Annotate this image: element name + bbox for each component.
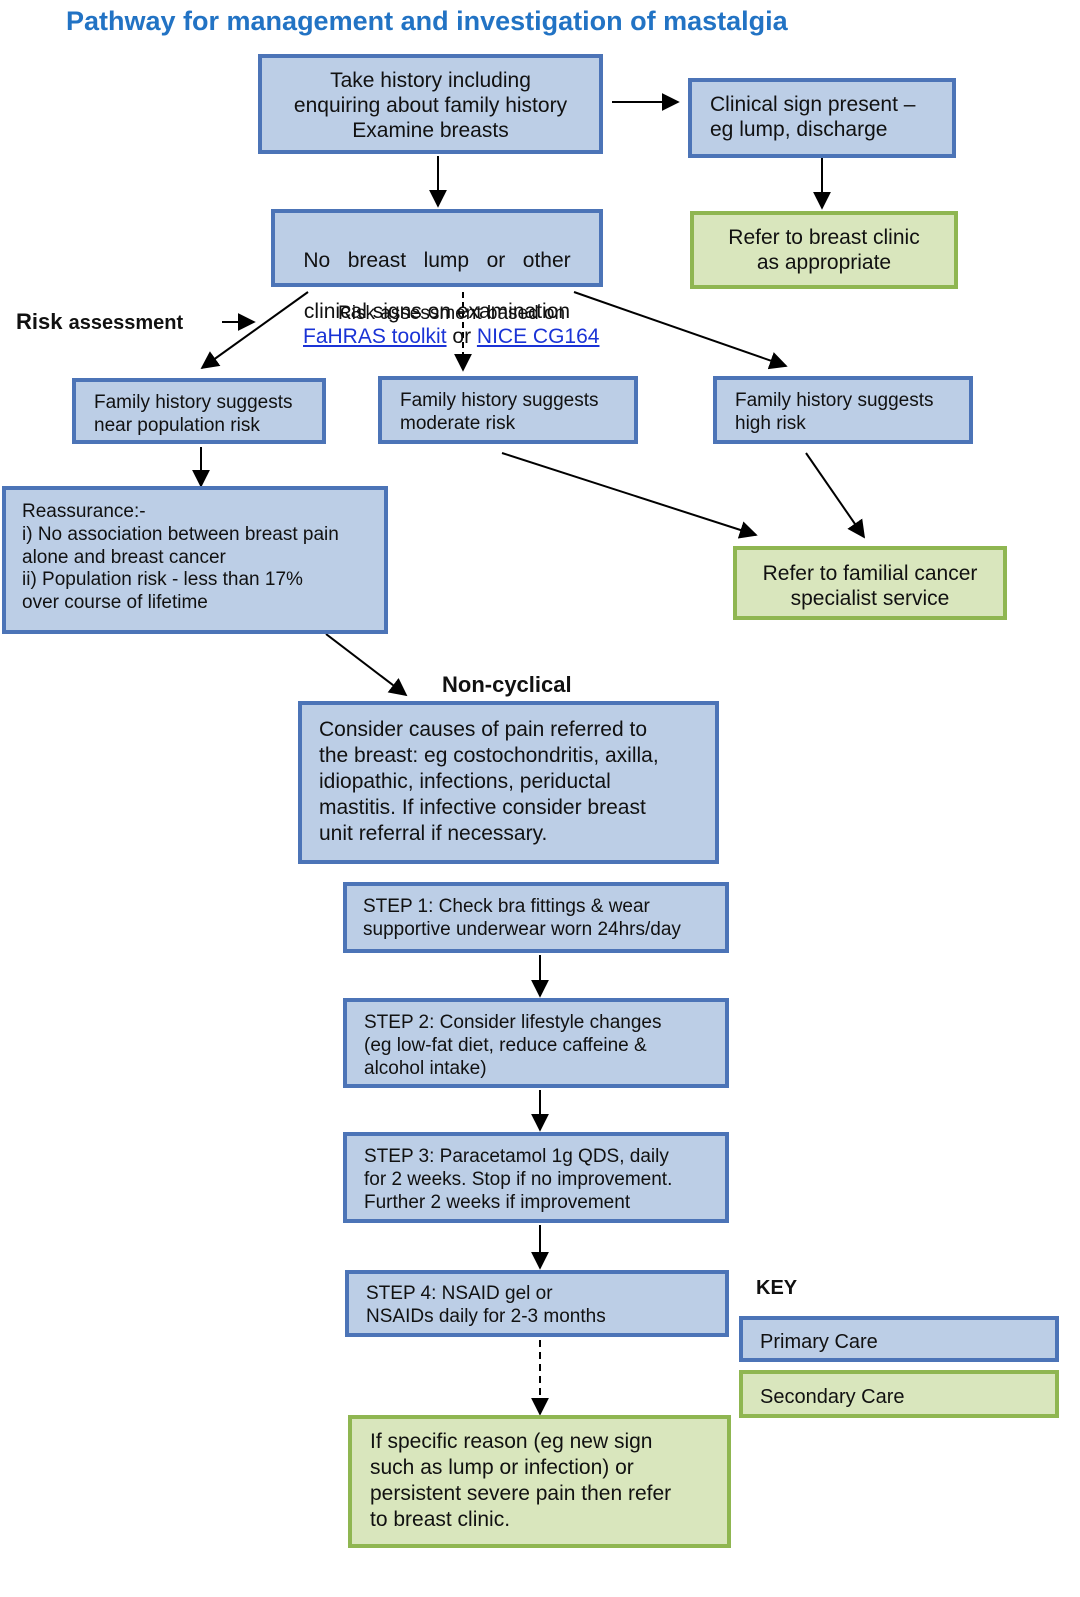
box-non-cyclical-causes: Consider causes of pain referred to the … xyxy=(298,701,719,864)
nice-cg164-link[interactable]: NICE CG164 xyxy=(476,325,600,348)
arrow-no-lump-to-high xyxy=(573,291,788,370)
fahras-toolkit-link[interactable]: FaHRAS toolkit xyxy=(303,325,447,348)
key-secondary-care: Secondary Care xyxy=(739,1370,1059,1418)
risk-assessment-rest: assessment xyxy=(68,312,184,334)
key-primary-care: Primary Care xyxy=(739,1316,1059,1362)
risk-assessment-based-on: Risk assessment based on xyxy=(338,303,566,324)
non-cyclical-heading: Non-cyclical xyxy=(442,672,572,697)
arrow-high-to-familial xyxy=(805,452,866,539)
box-step-4: STEP 4: NSAID gel or NSAIDs daily for 2-… xyxy=(345,1270,729,1337)
no-lump-line-2: clinical signs on examination xyxy=(303,299,571,323)
box-reassurance: Reassurance:- i) No association between … xyxy=(2,486,388,634)
or-text: or xyxy=(452,325,472,348)
box-specific-reason-refer: If specific reason (eg new sign such as … xyxy=(348,1415,731,1548)
risk-tool-links: FaHRAS toolkit or NICE CG164 xyxy=(303,325,599,349)
key-title: KEY xyxy=(756,1277,798,1299)
box-take-history: Take history including enquiring about f… xyxy=(258,54,603,154)
risk-assessment-label: Risk assessment xyxy=(16,309,183,335)
box-step-2: STEP 2: Consider lifestyle changes (eg l… xyxy=(343,998,729,1088)
arrow-moderate-to-familial xyxy=(501,452,758,539)
box-near-population-risk: Family history suggests near population … xyxy=(72,378,326,444)
risk-assessment-bold: Risk xyxy=(16,309,63,334)
box-step-3: STEP 3: Paracetamol 1g QDS, daily for 2 … xyxy=(343,1132,729,1223)
box-moderate-risk: Family history suggests moderate risk xyxy=(378,376,638,444)
arrow-no-lump-to-near xyxy=(200,291,309,370)
page-title: Pathway for management and investigation… xyxy=(66,6,788,36)
no-lump-line-1: No breast lump or other xyxy=(303,249,571,273)
arrow-reassurance-to-noncyclical xyxy=(325,633,408,697)
box-step-1: STEP 1: Check bra fittings & wear suppor… xyxy=(343,882,729,953)
box-refer-breast-clinic: Refer to breast clinic as appropriate xyxy=(690,211,958,289)
box-refer-familial-cancer: Refer to familial cancer specialist serv… xyxy=(733,546,1007,620)
box-clinical-sign: Clinical sign present – eg lump, dischar… xyxy=(688,78,956,158)
box-high-risk: Family history suggests high risk xyxy=(713,376,973,444)
box-no-breast-lump: No breast lump or other clinical signs o… xyxy=(271,209,603,323)
